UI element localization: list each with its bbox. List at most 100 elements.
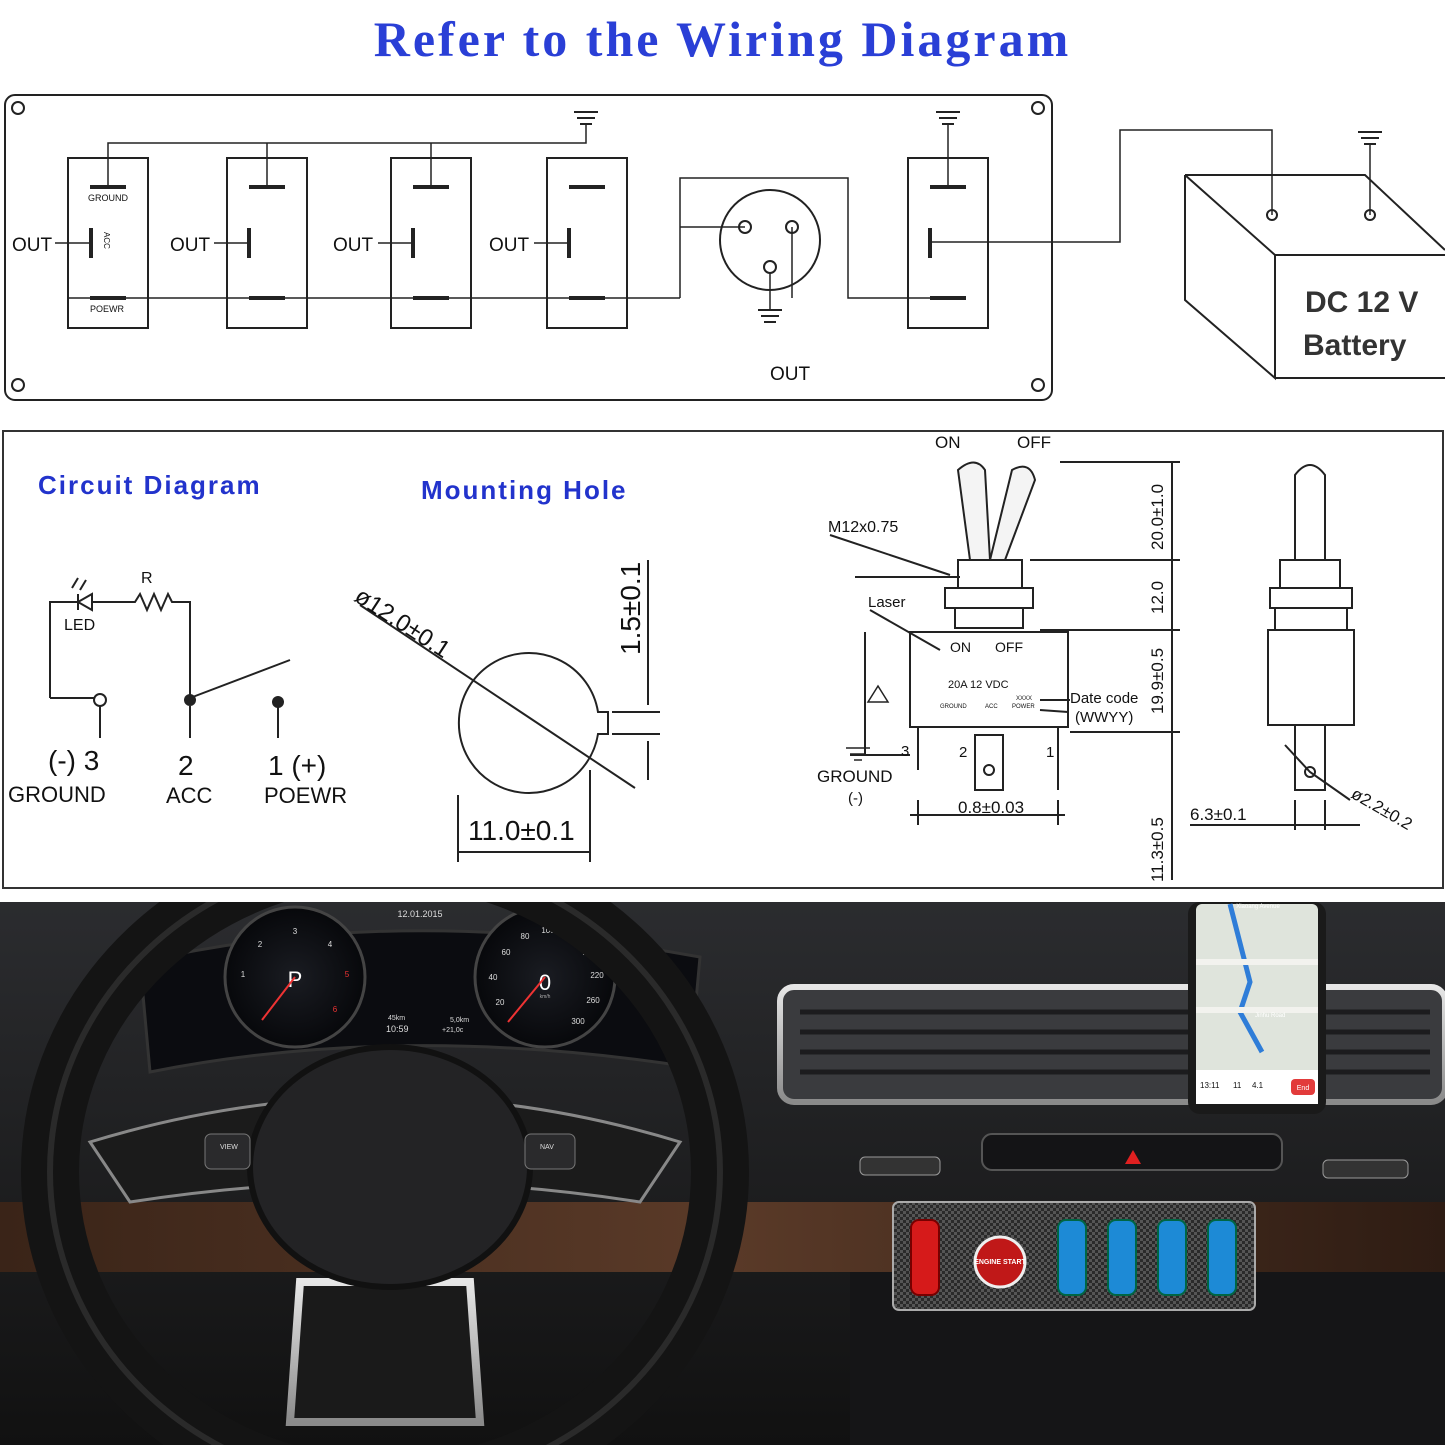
- body-pin-ground: GROUND: [940, 704, 967, 710]
- mounting-hole-drawing: [359, 560, 660, 862]
- cluster-clock: 10:59: [386, 1024, 409, 1034]
- steering-wheel: VIEW NAV: [21, 902, 749, 1445]
- hole-dim: ø2.2±0.2: [1348, 784, 1416, 834]
- phone-mins: 11: [1233, 1081, 1242, 1090]
- blade-dim: 0.8±0.03: [958, 798, 1024, 817]
- wheel-view-label: VIEW: [220, 1144, 238, 1151]
- out-label-3: OUT: [333, 235, 374, 256]
- terminal-dim: 11.3±0.5: [1148, 817, 1167, 882]
- phone-road2: Jinhu Road: [1255, 1013, 1285, 1019]
- pin1-number: 1 (+): [268, 750, 326, 781]
- out-label-2: OUT: [170, 235, 211, 256]
- pin3-label: 3: [901, 743, 909, 760]
- body-off-label: OFF: [995, 639, 1023, 655]
- phone-km: 4.1: [1252, 1081, 1264, 1090]
- pin1-name: POEWR: [264, 783, 347, 808]
- blue-toggle-switch-3: [1157, 1219, 1187, 1296]
- tach-tick: 3: [293, 927, 298, 936]
- phone-time: 13:11: [1200, 1081, 1220, 1090]
- engine-start-button: [973, 1235, 1027, 1289]
- red-toggle-switch: [910, 1219, 940, 1296]
- pin2-number: 2: [178, 750, 194, 781]
- laser-label: Laser: [868, 594, 906, 611]
- lever-dim: 20.0±1.0: [1148, 484, 1167, 550]
- engine-start-label: ENGINE START: [974, 1259, 1026, 1266]
- cluster-date: 12.01.2015: [397, 909, 442, 919]
- body-on-label: ON: [950, 639, 971, 655]
- led-label: LED: [64, 617, 95, 634]
- circuit-schematic: [49, 577, 291, 738]
- thread-dim: 12.0: [1148, 581, 1167, 614]
- tab-dim: 6.3±0.1: [1190, 805, 1247, 824]
- pin3-name: GROUND: [8, 782, 106, 807]
- tech-panel-outline: [2, 430, 1444, 889]
- panel-outline: [4, 94, 1053, 401]
- diameter-label: ø12.0±0.1: [350, 582, 455, 663]
- blue-toggle-switch-1: [1057, 1219, 1087, 1296]
- out-label-4: OUT: [489, 235, 530, 256]
- cluster-temp: +21,0c: [442, 1027, 464, 1034]
- phone-route: [1227, 903, 1265, 1054]
- battery-label: Battery: [1303, 329, 1407, 362]
- circuit-heading: Circuit Diagram: [38, 470, 262, 500]
- toggle-side-drawing: [829, 461, 1180, 880]
- ground-icon: [574, 111, 1382, 323]
- gear-indicator: P: [288, 967, 303, 992]
- power-small-label: POEWR: [90, 304, 125, 314]
- speed-tick: 260: [586, 996, 600, 1005]
- phone-road1: Xiaoang Avenue: [1236, 904, 1280, 910]
- resistor-label: R: [141, 570, 153, 587]
- ground-small-label: GROUND: [88, 193, 128, 203]
- speed-unit: km/h: [540, 994, 551, 1000]
- pin2-name: ACC: [166, 783, 213, 808]
- date-format-label: (WWYY): [1075, 709, 1133, 726]
- mounting-heading: Mounting Hole: [421, 475, 628, 505]
- out-label-1: OUT: [12, 235, 53, 256]
- blue-toggle-switch-2: [1107, 1219, 1137, 1296]
- speed-tick: 300: [571, 1017, 585, 1026]
- phone-end: End: [1297, 1085, 1310, 1092]
- tach-tick: 2: [258, 940, 263, 949]
- tach-tick: 5: [345, 970, 350, 979]
- screw-hole: [11, 101, 25, 115]
- speed-tick: 40: [489, 973, 498, 982]
- speed-readout: 0: [539, 970, 551, 995]
- speed-tick: 60: [502, 948, 511, 957]
- ground-sign-label: (-): [848, 790, 863, 807]
- on-label: ON: [935, 433, 961, 452]
- off-label: OFF: [1017, 433, 1051, 452]
- body-dim: 19.9±0.5: [1148, 648, 1167, 714]
- key-width-label: 1.5±0.1: [615, 562, 646, 655]
- speed-tick: 20: [496, 998, 505, 1007]
- tach-tick: 1: [241, 970, 246, 979]
- body-pin-power: POWER: [1012, 704, 1035, 710]
- toggle-front-drawing: [1190, 464, 1360, 830]
- cluster-odo: 45km: [388, 1015, 405, 1022]
- body-pin-acc: ACC: [985, 704, 998, 710]
- speed-tick: 220: [590, 971, 604, 980]
- screw-hole: [1031, 101, 1045, 115]
- wiring-diagram: OUT OUT OUT OUT GROUND POEWR ACC OUT DC …: [4, 94, 1445, 401]
- pin2-label: 2: [959, 744, 967, 761]
- pin1-label: 1: [1046, 744, 1054, 761]
- acc-small-label: ACC: [102, 232, 111, 249]
- cluster-trip: 5,0km: [450, 1017, 469, 1024]
- tach-tick: 6: [333, 1005, 338, 1014]
- page-title: Refer to the Wiring Diagram: [373, 11, 1072, 67]
- technical-drawings: Circuit Diagram R LED (-) 3 GROUND 2 ACC…: [2, 430, 1444, 889]
- rating-label: 20A 12 VDC: [948, 679, 1009, 691]
- pin3-number: (-) 3: [48, 745, 99, 776]
- date-code-label: Date code: [1070, 690, 1138, 707]
- screw-hole: [1031, 378, 1045, 392]
- blue-toggle-switch-4: [1207, 1219, 1237, 1296]
- flat-width-label: 11.0±0.1: [468, 815, 575, 846]
- dashboard-photo: ENGINE START Xiaoang Avenue Jinhu Road 1…: [0, 902, 1445, 1445]
- body-code: XXXX: [1016, 696, 1032, 702]
- thread-label: M12x0.75: [828, 519, 898, 536]
- speed-tick: 80: [521, 932, 530, 941]
- ground-label: GROUND: [817, 767, 893, 786]
- socket-out-label: OUT: [770, 364, 811, 385]
- speed-tick: 100: [541, 926, 555, 935]
- battery-voltage: DC 12 V: [1305, 286, 1418, 319]
- wheel-nav-label: NAV: [540, 1144, 554, 1151]
